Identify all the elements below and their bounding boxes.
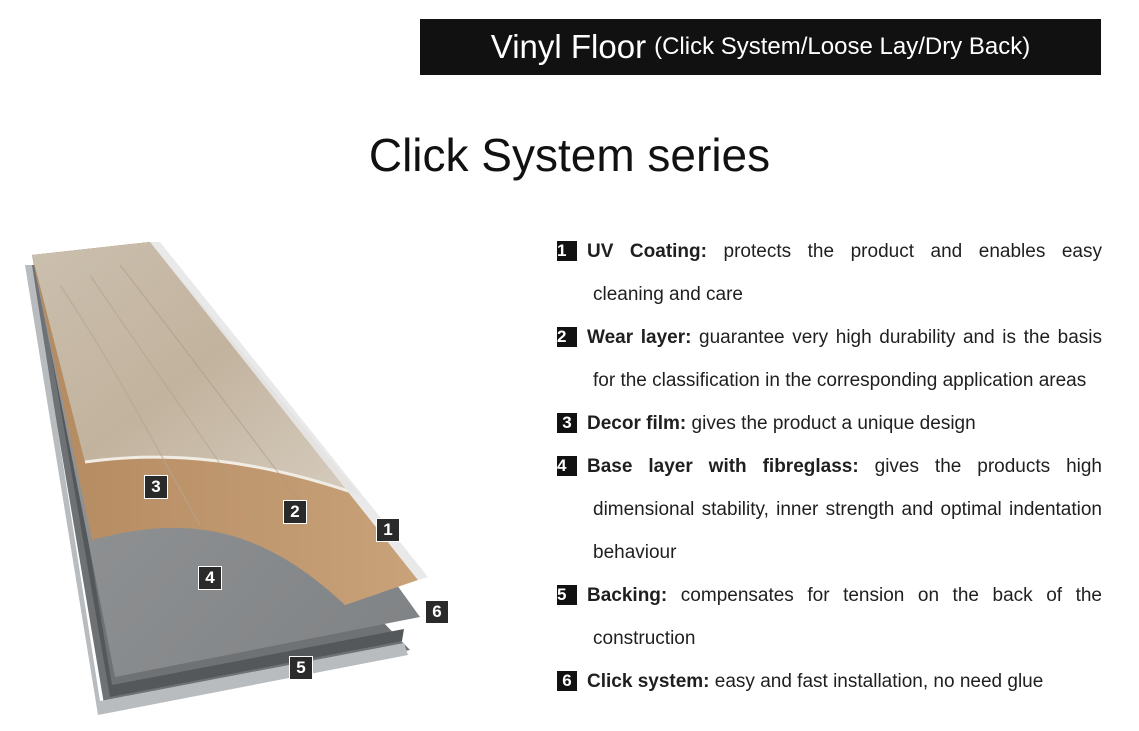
layer-text-continued-2: behaviour <box>593 542 677 563</box>
layer-text-continued: construction <box>593 628 696 649</box>
diagram-label-uv-coating: 1 <box>376 518 400 542</box>
plank-cross-section-image <box>25 242 428 715</box>
list-item-wear-layer: 2 Wear layer: guarantee very high durabil… <box>557 316 1102 402</box>
layer-heading: Decor film: <box>587 413 687 434</box>
list-item-uv-coating: 1 UV Coating: protects the product and en… <box>557 230 1102 316</box>
layer-number: 1 <box>557 241 577 261</box>
diagram-label-click-system: 6 <box>425 600 449 624</box>
layer-number: 6 <box>557 671 577 691</box>
layer-heading: Click system: <box>587 671 710 692</box>
diagram-label-decor-film: 3 <box>144 475 168 499</box>
layer-text: protects the product and enables easy <box>706 241 1102 262</box>
banner-title: Vinyl Floor <box>490 28 647 65</box>
banner-subtitle: (Click System/Loose Lay/Dry Back) <box>654 33 1031 60</box>
list-item-click-system: 6 Click system: easy and fast installatio… <box>557 660 1102 703</box>
page-title: Click System series <box>368 129 771 181</box>
header-banner: Vinyl Floor (Click System/Loose Lay/Dry … <box>420 19 1101 75</box>
layer-text-continued: dimensional stability, inner strength an… <box>593 499 1102 520</box>
list-item-decor-film: 3 Decor film: gives the product a unique … <box>557 402 1102 445</box>
layer-heading: UV Coating: <box>587 241 707 262</box>
layer-text: compensates for tension on the back of t… <box>667 585 1102 606</box>
layer-number: 4 <box>557 456 577 476</box>
floor-layers-illustration: 3 2 1 4 6 5 <box>0 225 480 725</box>
layer-description-list: 1 UV Coating: protects the product and en… <box>557 230 1102 703</box>
layer-number: 3 <box>557 413 577 433</box>
layer-text: gives the products high <box>858 456 1102 477</box>
list-item-backing: 5 Backing: compensates for tension on the… <box>557 574 1102 660</box>
layer-text-continued: cleaning and care <box>593 284 743 305</box>
layer-text: gives the product a unique design <box>686 413 976 434</box>
diagram-label-wear-layer: 2 <box>283 500 307 524</box>
list-item-base-layer: 4 Base layer with fibreglass: gives the p… <box>557 445 1102 574</box>
layer-number: 2 <box>557 327 577 347</box>
layer-heading: Base layer with fibreglass: <box>587 456 859 477</box>
layer-heading: Wear layer: <box>587 327 692 348</box>
diagram-label-backing: 5 <box>289 656 313 680</box>
diagram-label-base-layer: 4 <box>198 566 222 590</box>
layer-heading: Backing: <box>587 585 668 606</box>
layer-text: guarantee very high durability and is th… <box>691 327 1102 348</box>
layer-text: easy and fast installation, no need glue <box>709 671 1044 692</box>
layer-text-continued: for the classification in the correspond… <box>593 370 1087 391</box>
layer-number: 5 <box>557 585 577 605</box>
